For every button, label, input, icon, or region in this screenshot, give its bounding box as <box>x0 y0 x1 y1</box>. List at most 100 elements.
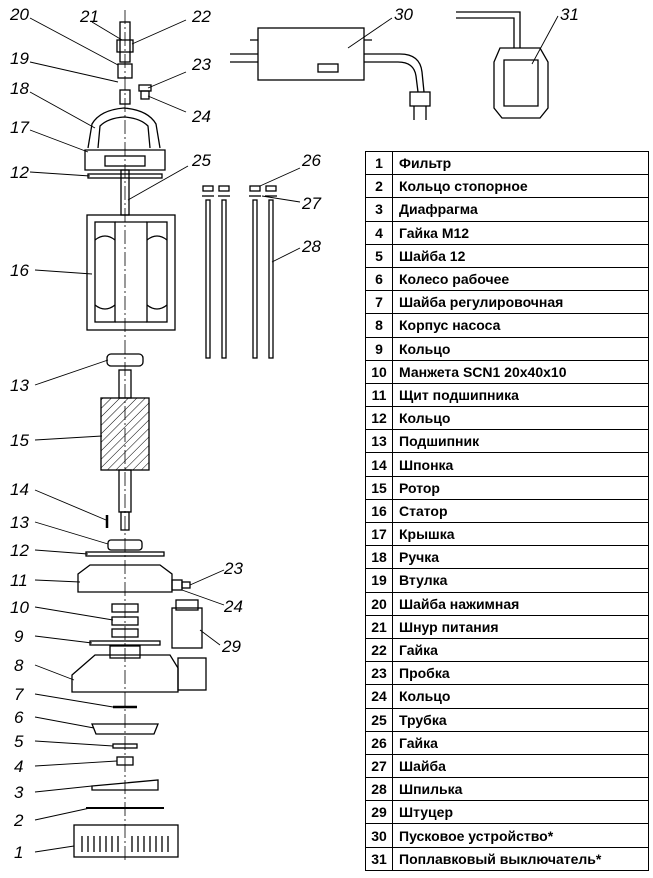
part-number: 23 <box>365 661 393 686</box>
callout-6: 6 <box>14 708 24 727</box>
part-number: 26 <box>365 730 393 755</box>
callout-16: 16 <box>10 261 29 280</box>
part-number: 24 <box>365 684 393 709</box>
part-number: 5 <box>365 243 393 268</box>
part-name: Шайба нажимная <box>392 591 649 616</box>
part-number: 6 <box>365 266 393 292</box>
callout-18: 18 <box>10 79 29 98</box>
part-name: Кольцо <box>392 406 649 431</box>
part-number: 10 <box>365 359 393 384</box>
part-name: Щит подшипника <box>392 382 649 408</box>
plug-top-part <box>138 84 152 100</box>
studs-part <box>202 185 277 359</box>
impeller-part <box>91 723 159 735</box>
part-number: 31 <box>365 846 393 871</box>
stator-part <box>86 214 176 331</box>
part-number: 17 <box>365 521 393 547</box>
starter-device-part <box>230 27 431 120</box>
callout-20: 20 <box>9 5 29 24</box>
part-number: 18 <box>365 545 393 570</box>
callout-12-top: 12 <box>10 163 29 182</box>
part-name: Корпус насоса <box>392 313 649 338</box>
part-number: 16 <box>365 498 393 524</box>
leader-lines <box>29 15 559 853</box>
part-number: 1 <box>365 150 393 176</box>
callout-29: 29 <box>221 637 241 656</box>
part-number: 2 <box>365 174 393 199</box>
callout-24-top: 24 <box>191 107 211 126</box>
float-switch-part <box>456 11 549 119</box>
callout-27: 27 <box>301 194 321 213</box>
part-name: Втулка <box>392 568 649 593</box>
pump-body-part <box>71 645 207 693</box>
part-number: 7 <box>365 290 393 315</box>
part-name: Крышка <box>392 521 649 547</box>
callout-17: 17 <box>10 118 29 137</box>
part-number: 15 <box>365 475 393 500</box>
callout-21: 21 <box>79 7 99 26</box>
part-number: 29 <box>365 800 393 825</box>
part-name: Ручка <box>392 545 649 570</box>
part-name: Пробка <box>392 661 649 686</box>
part-name: Гайка <box>392 637 649 663</box>
callout-9: 9 <box>14 627 24 646</box>
cover-part <box>84 149 166 171</box>
part-name: Пусковое устройство* <box>392 823 649 848</box>
part-name: Кольцо <box>392 336 649 361</box>
fitting-part <box>171 599 203 649</box>
part-name: Ротор <box>392 475 649 500</box>
part-number: 14 <box>365 452 393 477</box>
callout-24-bottom: 24 <box>223 597 243 616</box>
part-name: Шайба <box>392 753 649 779</box>
ring-lower-part <box>85 551 165 557</box>
cuff-part <box>111 603 139 638</box>
part-name: Шпилька <box>392 777 649 802</box>
callout-25: 25 <box>191 151 211 170</box>
part-name: Кольцо <box>392 684 649 709</box>
part-name: Поплавковый выключатель* <box>392 846 649 871</box>
part-name: Гайка <box>392 730 649 755</box>
part-number: 12 <box>365 406 393 431</box>
callout-3: 3 <box>14 783 24 802</box>
bearing-shield-part <box>77 564 173 593</box>
part-name: Шайба регулировочная <box>392 290 649 315</box>
callout-14: 14 <box>10 480 29 499</box>
callout-10: 10 <box>10 598 29 617</box>
part-name: Шнур питания <box>392 614 649 639</box>
part-name: Подшипник <box>392 429 649 454</box>
callout-23-bottom: 23 <box>223 559 243 578</box>
bushing-part <box>117 63 133 105</box>
power-cord-part <box>116 21 134 63</box>
diaphragm-part <box>91 779 159 791</box>
part-number: 30 <box>365 823 393 848</box>
part-name: Трубка <box>392 707 649 732</box>
part-name: Статор <box>392 498 649 524</box>
part-number: 22 <box>365 637 393 663</box>
part-number: 13 <box>365 429 393 454</box>
callout-26: 26 <box>301 151 321 170</box>
filter-part <box>73 824 179 858</box>
callout-30: 30 <box>394 5 413 24</box>
part-number: 3 <box>365 197 393 222</box>
